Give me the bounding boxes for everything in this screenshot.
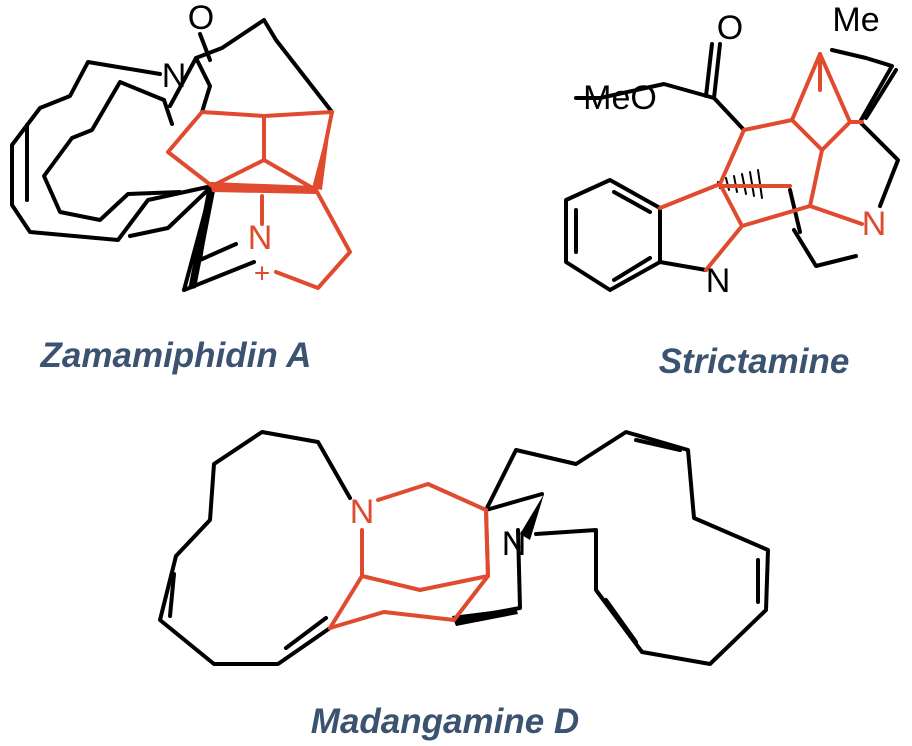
zamamiphidin-a-positive-charge: + xyxy=(254,257,270,288)
strictamine-red-core xyxy=(658,52,864,272)
strictamine-caption: Strictamine xyxy=(659,342,850,381)
madangamine-d-caption: Madangamine D xyxy=(311,702,579,741)
zamamiphidin-a-oxygen-atom: O xyxy=(188,0,214,37)
strictamine-methoxy-label: MeO xyxy=(583,79,657,117)
zamamiphidin-a-structure: O N N + xyxy=(10,0,352,292)
strictamine-structure: Me O MeO N N xyxy=(564,1,900,300)
madangamine-d-structure: N N xyxy=(158,430,770,666)
madangamine-d-left-nitrogen-atom: N xyxy=(350,493,375,531)
strictamine-methyl-label: Me xyxy=(832,1,879,39)
strictamine-imine-nitrogen-atom: N xyxy=(706,262,731,300)
zamamiphidin-a-black-bonds xyxy=(10,18,334,292)
madangamine-d-red-core xyxy=(328,482,490,630)
strictamine-bridge-nitrogen-atom: N xyxy=(862,205,887,243)
strictamine-black-bonds xyxy=(564,42,900,292)
zamamiphidin-a-nitrogen-cation-atom: N xyxy=(248,219,273,257)
strictamine-carbonyl-oxygen-atom: O xyxy=(717,9,743,47)
zamamiphidin-a-caption: Zamamiphidin A xyxy=(40,336,312,375)
zamamiphidin-a-red-core xyxy=(166,110,352,290)
madangamine-d-black-bonds xyxy=(158,430,770,666)
madangamine-d-right-nitrogen-atom: N xyxy=(502,525,527,563)
zamamiphidin-a-nitrogen-atom: N xyxy=(162,57,187,95)
